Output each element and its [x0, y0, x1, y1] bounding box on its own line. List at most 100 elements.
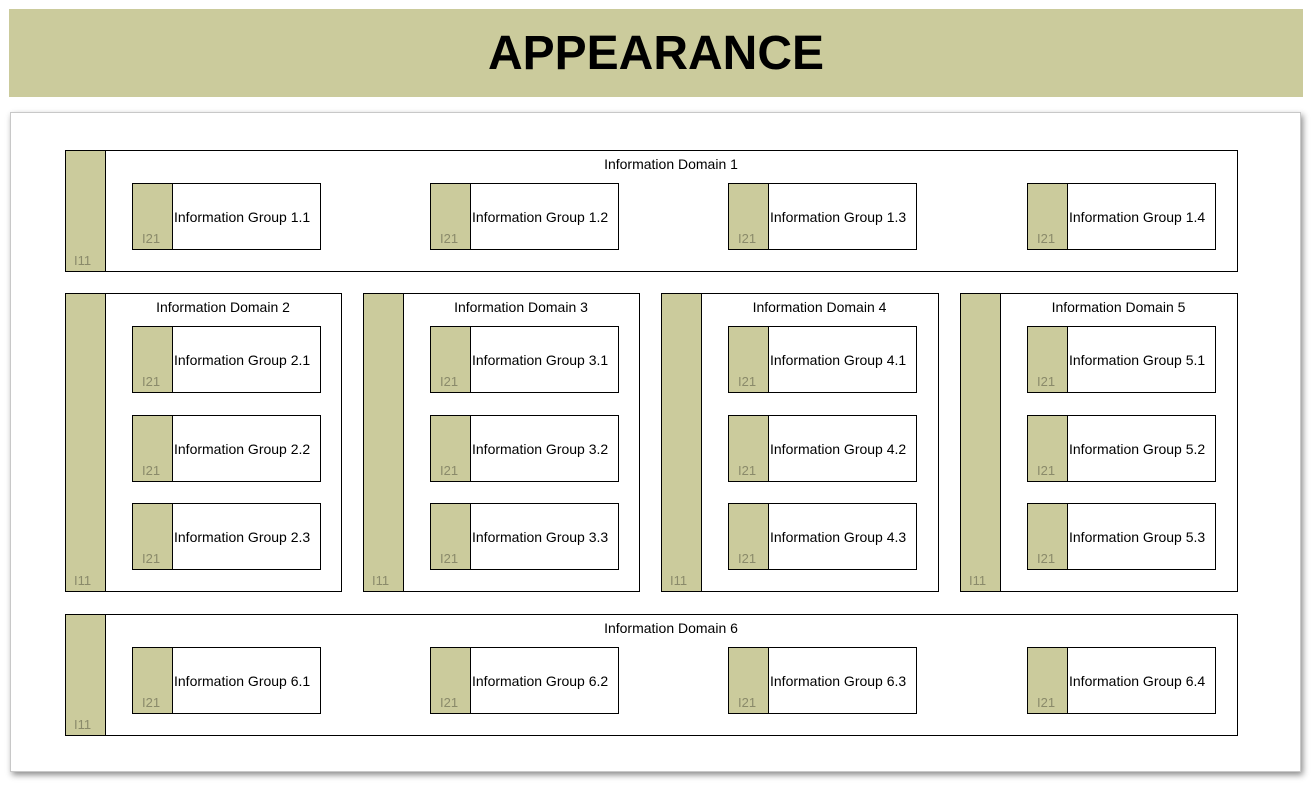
domain-code: I11 — [74, 717, 92, 732]
group-code: I21 — [440, 374, 459, 389]
information-group-1-4: I21 Information Group 1.4 — [1027, 183, 1216, 250]
information-group-5-1: I21 Information Group 5.1 — [1027, 326, 1216, 393]
group-title: Information Group 3.3 — [472, 528, 609, 545]
information-group-3-3: I21 Information Group 3.3 — [430, 503, 619, 570]
information-group-6-4: I21 Information Group 6.4 — [1027, 647, 1216, 714]
information-group-1-1: I21 Information Group 1.1 — [132, 183, 321, 250]
group-title: Information Group 2.2 — [174, 440, 311, 457]
group-code: I21 — [738, 463, 757, 478]
domain-title: Information Domain 1 — [604, 156, 738, 172]
group-title: Information Group 4.3 — [770, 528, 907, 545]
group-code: I21 — [440, 231, 459, 246]
group-code: I21 — [142, 463, 161, 478]
group-title: Information Group 6.3 — [770, 672, 907, 689]
information-domain-4: I11 Information Domain 4 I21 Information… — [661, 293, 939, 592]
group-sidebar — [431, 184, 471, 249]
diagram-canvas: I11 Information Domain 1 I21 Information… — [10, 112, 1301, 772]
group-title: Information Group 5.3 — [1069, 528, 1206, 545]
group-sidebar — [729, 327, 769, 392]
domain-code: I11 — [372, 573, 390, 588]
group-sidebar — [1028, 416, 1068, 481]
group-sidebar — [133, 416, 173, 481]
group-sidebar — [1028, 504, 1068, 569]
group-code: I21 — [1037, 695, 1056, 710]
group-sidebar — [431, 504, 471, 569]
group-code: I21 — [1037, 463, 1056, 478]
group-sidebar — [729, 504, 769, 569]
group-sidebar — [133, 184, 173, 249]
group-title: Information Group 4.1 — [770, 351, 907, 368]
group-code: I21 — [142, 374, 161, 389]
group-code: I21 — [142, 695, 161, 710]
group-code: I21 — [440, 463, 459, 478]
domain-sidebar — [662, 294, 702, 591]
information-group-3-1: I21 Information Group 3.1 — [430, 326, 619, 393]
information-group-2-2: I21 Information Group 2.2 — [132, 415, 321, 482]
group-sidebar — [1028, 648, 1068, 713]
group-sidebar — [1028, 184, 1068, 249]
group-title: Information Group 6.4 — [1069, 672, 1206, 689]
information-group-2-1: I21 Information Group 2.1 — [132, 326, 321, 393]
information-group-6-2: I21 Information Group 6.2 — [430, 647, 619, 714]
group-code: I21 — [440, 695, 459, 710]
information-group-6-3: I21 Information Group 6.3 — [728, 647, 917, 714]
domain-sidebar — [66, 151, 106, 271]
group-title: Information Group 2.3 — [174, 528, 311, 545]
header-banner: APPEARANCE — [9, 9, 1303, 97]
domain-code: I11 — [670, 573, 688, 588]
domain-sidebar — [66, 615, 106, 735]
information-domain-5: I11 Information Domain 5 I21 Information… — [960, 293, 1238, 592]
group-sidebar — [133, 327, 173, 392]
group-sidebar — [431, 648, 471, 713]
information-domain-3: I11 Information Domain 3 I21 Information… — [363, 293, 640, 592]
domain-title: Information Domain 6 — [604, 620, 738, 636]
group-code: I21 — [142, 551, 161, 566]
group-sidebar — [729, 184, 769, 249]
domain-sidebar — [961, 294, 1001, 591]
group-sidebar — [431, 327, 471, 392]
page-title: APPEARANCE — [487, 26, 825, 80]
information-domain-6: I11 Information Domain 6 I21 Information… — [65, 614, 1238, 736]
information-group-4-1: I21 Information Group 4.1 — [728, 326, 917, 393]
group-title: Information Group 3.2 — [472, 440, 609, 457]
group-sidebar — [729, 416, 769, 481]
information-group-1-3: I21 Information Group 1.3 — [728, 183, 917, 250]
group-title: Information Group 1.1 — [174, 208, 311, 225]
group-title: Information Group 6.2 — [472, 672, 609, 689]
group-sidebar — [431, 416, 471, 481]
group-code: I21 — [142, 231, 161, 246]
information-group-3-2: I21 Information Group 3.2 — [430, 415, 619, 482]
group-code: I21 — [738, 231, 757, 246]
information-domain-1: I11 Information Domain 1 I21 Information… — [65, 150, 1238, 272]
group-code: I21 — [440, 551, 459, 566]
domain-code: I11 — [74, 573, 92, 588]
information-group-2-3: I21 Information Group 2.3 — [132, 503, 321, 570]
group-code: I21 — [738, 551, 757, 566]
group-title: Information Group 5.1 — [1069, 351, 1206, 368]
group-title: Information Group 2.1 — [174, 351, 311, 368]
information-group-4-3: I21 Information Group 4.3 — [728, 503, 917, 570]
information-group-1-2: I21 Information Group 1.2 — [430, 183, 619, 250]
domain-code: I11 — [74, 253, 92, 268]
group-sidebar — [729, 648, 769, 713]
group-title: Information Group 1.3 — [770, 208, 907, 225]
group-code: I21 — [738, 695, 757, 710]
domain-code: I11 — [969, 573, 987, 588]
information-group-5-3: I21 Information Group 5.3 — [1027, 503, 1216, 570]
domain-sidebar — [66, 294, 106, 591]
domain-sidebar — [364, 294, 404, 591]
group-code: I21 — [738, 374, 757, 389]
group-code: I21 — [1037, 374, 1056, 389]
group-code: I21 — [1037, 551, 1056, 566]
group-title: Information Group 4.2 — [770, 440, 907, 457]
domain-title: Information Domain 4 — [752, 299, 887, 315]
domain-title: Information Domain 2 — [156, 299, 290, 315]
group-sidebar — [133, 648, 173, 713]
information-domain-2: I11 Information Domain 2 I21 Information… — [65, 293, 342, 592]
information-group-4-2: I21 Information Group 4.2 — [728, 415, 917, 482]
information-group-5-2: I21 Information Group 5.2 — [1027, 415, 1216, 482]
group-title: Information Group 1.2 — [472, 208, 609, 225]
information-group-6-1: I21 Information Group 6.1 — [132, 647, 321, 714]
domain-title: Information Domain 5 — [1051, 299, 1186, 315]
group-sidebar — [133, 504, 173, 569]
